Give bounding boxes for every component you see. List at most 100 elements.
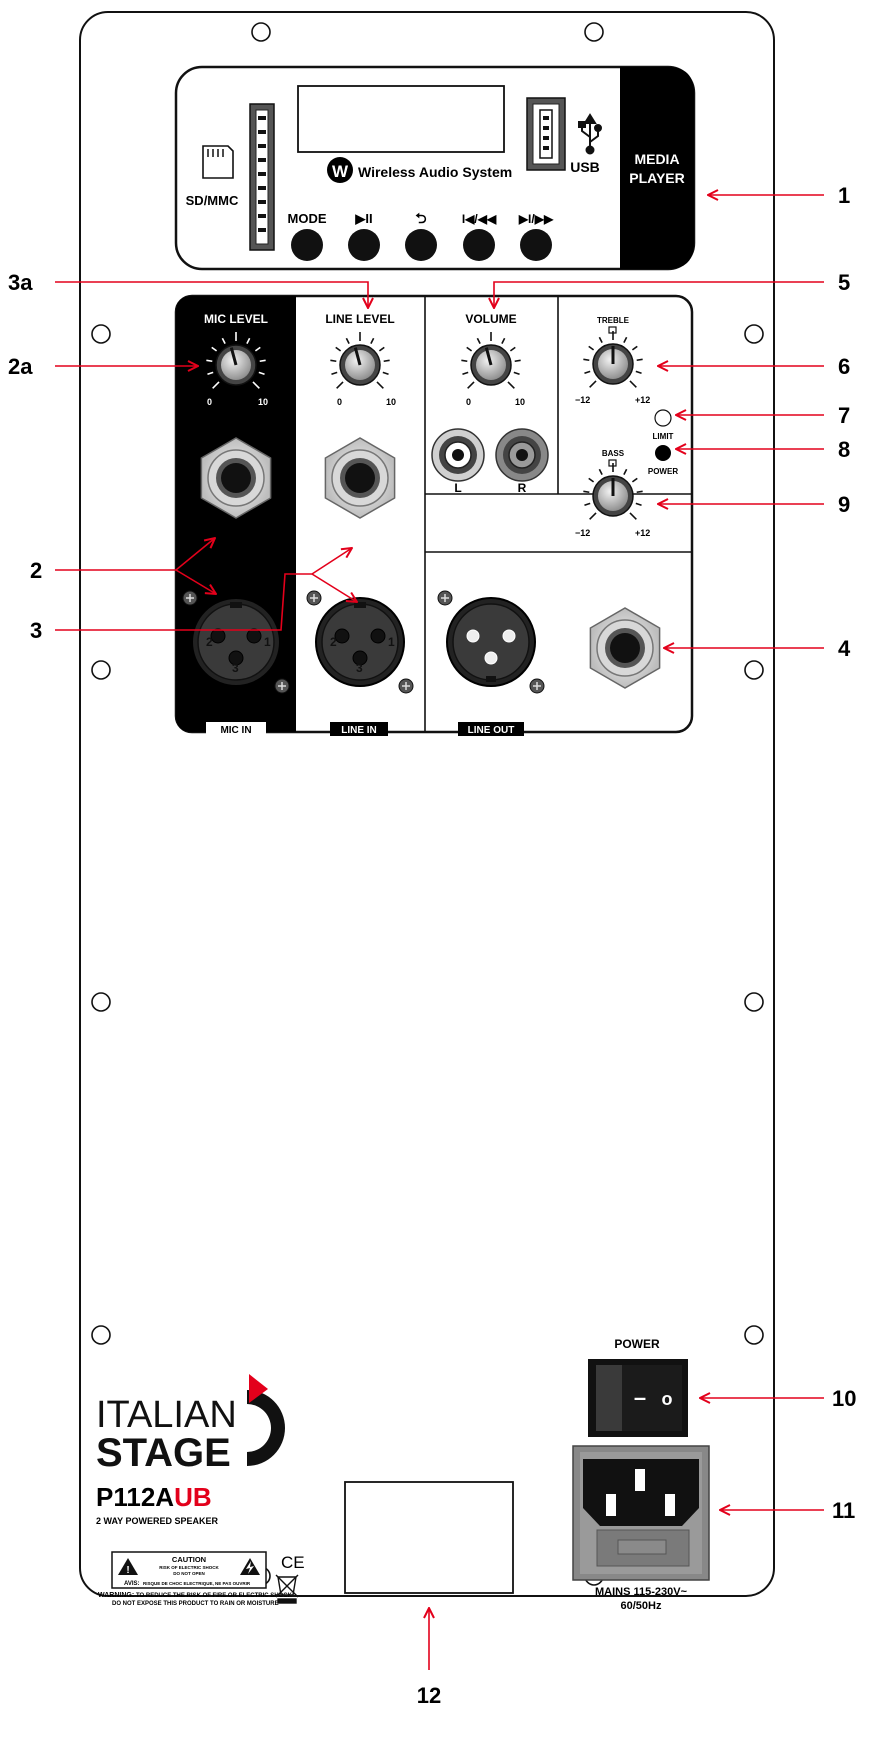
rca-left-label: L	[454, 481, 461, 495]
model-tagline: 2 WAY POWERED SPEAKER	[96, 1516, 219, 1526]
line-level-knob[interactable]	[330, 332, 390, 389]
serial-label-plate	[344, 1481, 514, 1594]
wireless-audio-system-label: Wireless Audio System	[358, 164, 512, 180]
speaker-link-jack[interactable]	[589, 607, 661, 689]
callout-3: 3	[30, 618, 42, 643]
media-player-label-1: MEDIA	[634, 151, 679, 167]
model-name: P112AUB	[96, 1482, 212, 1512]
warning-title: WARNING:	[98, 1592, 134, 1599]
mounting-hole	[91, 324, 111, 344]
mounting-hole	[744, 324, 764, 344]
mode-button[interactable]	[291, 229, 323, 261]
power-switch-label: POWER	[614, 1337, 660, 1351]
play-pause-button[interactable]	[348, 229, 380, 261]
caution-title: CAUTION	[172, 1555, 206, 1564]
line-out-xlr[interactable]	[437, 590, 545, 694]
volume-max: 10	[515, 397, 525, 407]
callout-1: 1	[838, 183, 850, 208]
limit-led-label: LIMIT	[653, 432, 674, 441]
mounting-hole	[91, 660, 111, 680]
xlr-pin-label: 3	[232, 661, 239, 675]
rca-right-input[interactable]	[495, 428, 549, 482]
line-out-label: LINE OUT	[468, 725, 515, 736]
mic-in-label: MIC IN	[220, 725, 251, 736]
mains-rating-2: 60/50Hz	[621, 1600, 662, 1612]
callout-4: 4	[838, 636, 851, 661]
mic-xlr-input[interactable]: 231	[182, 590, 290, 694]
mounting-hole	[91, 1325, 111, 1345]
mic-level-knob[interactable]	[206, 332, 266, 389]
power-led-label: POWER	[648, 467, 678, 476]
callout-12: 12	[417, 1683, 441, 1708]
callout-9: 9	[838, 492, 850, 517]
xlr-pin-label: 2	[330, 635, 337, 649]
prev-button[interactable]	[463, 229, 495, 261]
brand-red-triangle	[249, 1374, 268, 1403]
bass-max: +12	[635, 528, 650, 538]
fuse-holder[interactable]	[596, 1529, 690, 1567]
line-jack-input[interactable]	[324, 437, 396, 519]
callout-3a: 3a	[8, 270, 33, 295]
iec-mains-inlet[interactable]	[572, 1445, 710, 1581]
next-button-label: ▶I/▶▶	[518, 212, 554, 226]
power-switch[interactable]	[588, 1359, 688, 1437]
callout-arrow-3-bottom	[311, 573, 357, 602]
bass-knob[interactable]	[583, 463, 643, 520]
weee-bin-icon	[275, 1574, 299, 1604]
sd-card-icon	[202, 145, 234, 179]
volume-min: 0	[466, 397, 471, 407]
xlr-pin-label: 1	[264, 635, 271, 649]
line-level-label: LINE LEVEL	[325, 312, 394, 326]
callout-5: 5	[838, 270, 850, 295]
bass-min: −12	[575, 528, 590, 538]
mounting-hole	[744, 660, 764, 680]
treble-label: TREBLE	[597, 316, 630, 325]
usb-port[interactable]	[526, 97, 566, 171]
rca-left-input[interactable]	[431, 428, 485, 482]
usb-label: USB	[570, 159, 600, 175]
callout-6: 6	[838, 354, 850, 379]
line-xlr-input[interactable]: 2 3 1	[306, 590, 414, 694]
mounting-hole	[744, 992, 764, 1012]
treble-min: −12	[575, 395, 590, 405]
media-display	[297, 85, 505, 153]
warning-text-2: DO NOT EXPOSE THIS PRODUCT TO RAIN OR MO…	[112, 1601, 279, 1607]
callout-8: 8	[838, 437, 850, 462]
volume-knob[interactable]	[461, 332, 521, 389]
model-name-part-b: UB	[174, 1482, 212, 1512]
wireless-brand-badge	[327, 157, 353, 183]
volume-label: VOLUME	[465, 312, 516, 326]
mic-jack-input[interactable]	[200, 437, 272, 519]
treble-max: +12	[635, 395, 650, 405]
wireless-brand-badge-letter: W	[332, 162, 349, 181]
brand-line-1: ITALIAN	[96, 1394, 237, 1436]
callout-2: 2	[30, 558, 42, 583]
avis-label: AVIS:	[124, 1581, 140, 1587]
line-level-min: 0	[337, 397, 342, 407]
callout-2a: 2a	[8, 354, 33, 379]
callout-7: 7	[838, 403, 850, 428]
mounting-hole	[91, 992, 111, 1012]
warning-text-1: TO REDUCE THE RISK OF FIRE OR ELECTRIC S…	[136, 1593, 293, 1599]
power-led	[655, 445, 671, 461]
sd-card-slot[interactable]	[249, 103, 275, 251]
xlr-pin-label: 1	[388, 635, 395, 649]
mains-rating-1: MAINS 115-230V~	[595, 1586, 688, 1598]
power-switch-on-mark: o	[662, 1389, 673, 1409]
callout-arrow-2-bottom	[175, 569, 216, 594]
callout-arrows	[55, 195, 824, 1670]
io-panel: MIC LEVEL LINE LEVEL VOLUME TREBLE BASS …	[174, 294, 694, 736]
treble-knob[interactable]	[583, 331, 643, 388]
next-button[interactable]	[520, 229, 552, 261]
ce-mark: CE	[281, 1553, 305, 1572]
brand-half-circle-mark	[247, 1390, 285, 1466]
play-pause-button-label: ▶II	[354, 211, 372, 226]
mode-button-label: MODE	[288, 211, 327, 226]
xlr-pin-label: 3	[356, 661, 363, 675]
rca-right-label: R	[518, 481, 527, 495]
sd-mmc-label: SD/MMC	[186, 193, 239, 208]
repeat-button[interactable]	[405, 229, 437, 261]
callout-arrow-3-top	[55, 548, 352, 631]
callout-arrow-5	[494, 281, 824, 308]
